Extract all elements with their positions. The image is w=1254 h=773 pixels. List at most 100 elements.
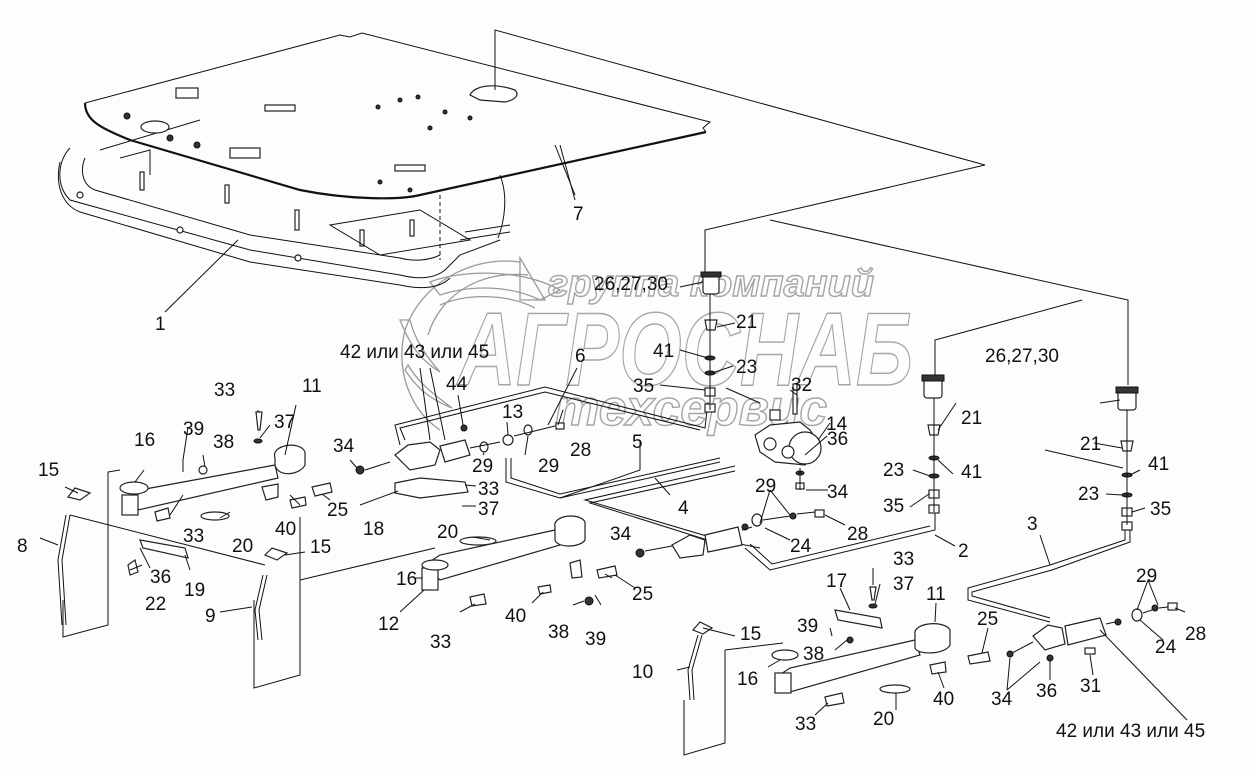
callout-16: 16	[737, 669, 758, 690]
callout-15: 15	[740, 624, 761, 645]
pipe-5	[505, 458, 721, 499]
callout-10: 10	[632, 662, 653, 683]
rod-18	[394, 477, 469, 499]
pedal-9	[254, 574, 264, 641]
callout-39: 39	[797, 616, 818, 637]
callout-33: 33	[214, 380, 235, 401]
callout-42-43-45-upper: 42 или 43 или 45	[340, 342, 489, 363]
callout-36: 36	[150, 567, 171, 588]
callout-24: 24	[1155, 637, 1177, 658]
callout-23: 23	[736, 357, 757, 378]
left-pedal-assembly	[57, 411, 469, 641]
callout-40: 40	[505, 606, 526, 627]
callout-4: 4	[678, 498, 689, 519]
lever-19	[139, 539, 189, 559]
callout-12: 12	[378, 614, 399, 635]
callout-34: 34	[333, 436, 355, 457]
callout-37: 37	[478, 499, 499, 520]
callout-20: 20	[437, 522, 458, 543]
pipe-6	[394, 386, 709, 446]
bushing-11	[274, 444, 306, 475]
callout-38: 38	[803, 644, 824, 665]
callout-35: 35	[883, 496, 904, 517]
callout-34: 34	[610, 524, 632, 545]
callout-33: 33	[893, 549, 914, 570]
pipe-3	[967, 528, 1126, 623]
callout-38: 38	[548, 622, 569, 643]
callout-31: 31	[1080, 676, 1101, 697]
callout-25: 25	[632, 584, 653, 605]
callout-5: 5	[632, 432, 643, 453]
callout-26-27-30-right: 26,27,30	[985, 346, 1059, 367]
callout-25: 25	[977, 609, 998, 630]
watermark-swoosh	[401, 260, 521, 431]
callout-29: 29	[472, 456, 493, 477]
callout-21: 21	[1080, 434, 1101, 455]
callout-41: 41	[961, 462, 982, 483]
callout-18: 18	[363, 519, 384, 540]
callout-41: 41	[653, 341, 674, 362]
callout-23: 23	[883, 460, 904, 481]
callout-33: 33	[795, 714, 816, 735]
callout-35: 35	[1150, 499, 1171, 520]
callout-36: 36	[827, 429, 848, 450]
callout-37: 37	[893, 574, 914, 595]
stop-16	[119, 481, 149, 495]
banjo-24	[751, 513, 763, 527]
callout-34: 34	[991, 689, 1013, 710]
callout-3: 3	[1027, 514, 1038, 535]
leader-lines	[39, 144, 1188, 721]
callout-33: 33	[430, 632, 451, 653]
callout-39: 39	[183, 419, 204, 440]
callout-33: 33	[183, 526, 204, 547]
watermark-leaf	[399, 319, 441, 373]
watermark-logo	[399, 255, 562, 431]
callout-15: 15	[38, 460, 59, 481]
callout-29: 29	[755, 476, 776, 497]
callout-11: 11	[302, 376, 322, 397]
callout-42-43-45-lower: 42 или 43 или 45	[1056, 721, 1205, 742]
reservoir-middle	[921, 374, 945, 514]
phantom-lines	[62, 29, 1129, 756]
pedal-8	[57, 514, 67, 626]
brake-valve-14	[754, 383, 822, 490]
callout-34: 34	[827, 482, 849, 503]
banjo-13	[502, 434, 514, 446]
reservoir-right	[1115, 386, 1139, 531]
callout-38: 38	[213, 432, 234, 453]
callout-11: 11	[926, 584, 946, 605]
pipe-2	[744, 508, 936, 571]
callout-41: 41	[1148, 454, 1169, 475]
callout-40: 40	[933, 689, 954, 710]
callout-7: 7	[573, 204, 584, 225]
spring-20	[200, 511, 230, 521]
callout-21: 21	[736, 312, 757, 333]
callout-28: 28	[570, 440, 591, 461]
callout-35: 35	[633, 376, 654, 397]
callout-24: 24	[790, 536, 812, 557]
callout-39: 39	[585, 629, 606, 650]
callout-1: 1	[155, 314, 166, 335]
cab-frame	[57, 119, 511, 289]
callout-37: 37	[274, 412, 295, 433]
callout-25: 25	[327, 500, 348, 521]
callout-20: 20	[873, 709, 894, 730]
callout-17: 17	[826, 571, 847, 592]
callout-32: 32	[791, 375, 812, 396]
callout-9: 9	[205, 606, 216, 627]
callout-40: 40	[275, 519, 296, 540]
middle-pedal-assembly	[421, 509, 825, 607]
callout-19: 19	[184, 580, 205, 601]
callout-6: 6	[575, 346, 586, 367]
callout-44: 44	[446, 374, 468, 395]
callout-33: 33	[478, 479, 499, 500]
callout-2: 2	[958, 541, 969, 562]
callout-21: 21	[961, 408, 982, 429]
callout-8: 8	[17, 536, 28, 557]
callout-13: 13	[502, 402, 523, 423]
callout-14: 14	[826, 414, 848, 435]
callout-28: 28	[1185, 624, 1206, 645]
callout-23: 23	[1078, 484, 1099, 505]
callout-16: 16	[134, 430, 155, 451]
